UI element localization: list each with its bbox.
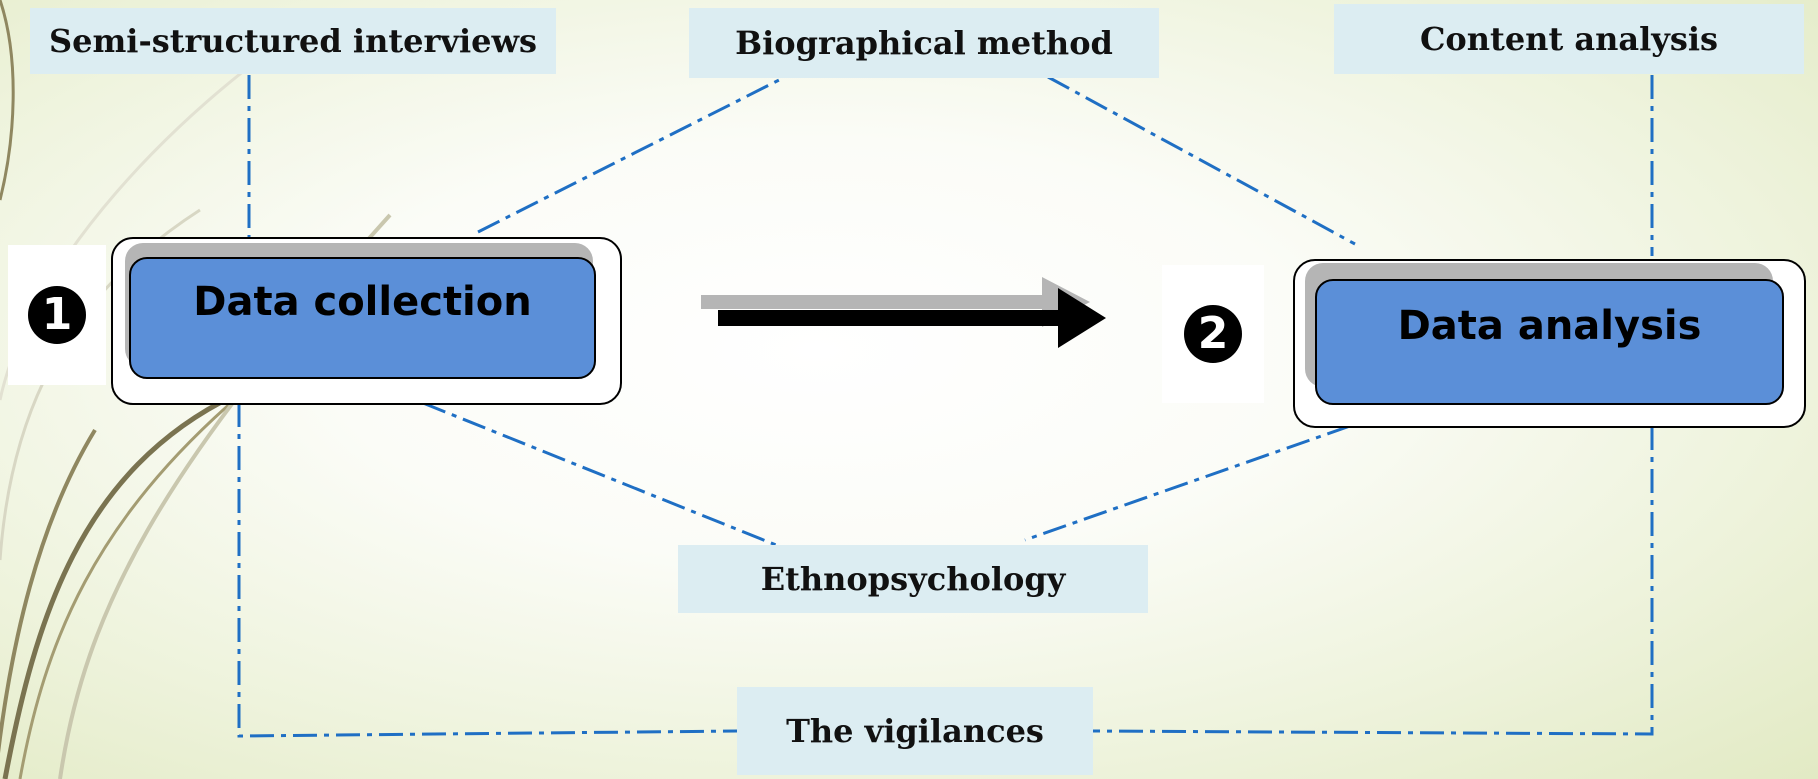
- stem-curve: [0, 428, 97, 754]
- step-number-1: 1: [8, 245, 106, 385]
- data-collection-title: Data collection: [129, 257, 596, 379]
- connector-biographical-analysis: [1047, 75, 1356, 246]
- label-biographical-method: Biographical method: [689, 8, 1159, 78]
- data-collection-box: Data collection: [111, 237, 622, 405]
- step-number-2: 2: [1162, 265, 1264, 403]
- stem-curve: [2, 392, 237, 779]
- connector-vigilances-right: [1092, 426, 1654, 736]
- arrow-shadow: [701, 277, 1090, 327]
- stem-curve: [18, 393, 241, 779]
- stem-curve: [0, 0, 15, 201]
- label-ethnopsychology: Ethnopsychology: [678, 545, 1148, 613]
- arrow-body: [718, 288, 1106, 348]
- connector-biographical-collection: [477, 75, 786, 234]
- data-analysis-box: Data analysis: [1293, 259, 1806, 428]
- step-badge: 1: [28, 286, 86, 344]
- label-content-analysis: Content analysis: [1334, 4, 1804, 74]
- connector-vigilances-left: [237, 403, 738, 738]
- label-the-vigilances: The vigilances: [737, 687, 1093, 775]
- connector-ethnopsychology-analysis: [1024, 424, 1351, 542]
- connector-ethnopsychology-collection: [422, 401, 777, 547]
- label-semi-structured-interviews: Semi-structured interviews: [30, 8, 556, 74]
- step-badge: 2: [1184, 305, 1242, 363]
- data-analysis-title: Data analysis: [1315, 279, 1784, 405]
